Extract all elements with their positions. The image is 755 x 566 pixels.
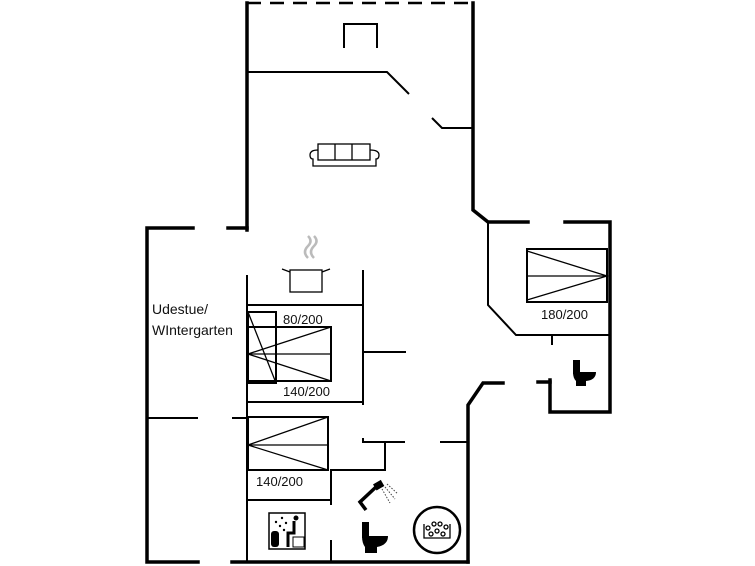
wall bbox=[548, 220, 612, 414]
wall bbox=[487, 222, 610, 336]
wall bbox=[362, 438, 405, 443]
bed-size-label: 180/200 bbox=[541, 307, 588, 322]
jacuzzi-icon bbox=[412, 505, 462, 555]
bed-140-200-lower bbox=[245, 416, 329, 471]
cooking-pot-icon bbox=[281, 235, 331, 293]
wall bbox=[431, 117, 473, 129]
wall bbox=[145, 226, 200, 564]
walls bbox=[145, 1, 612, 564]
wall bbox=[471, 1, 530, 224]
wall bbox=[466, 381, 505, 564]
wall bbox=[247, 71, 410, 95]
shower-icon bbox=[357, 479, 399, 512]
wall bbox=[330, 442, 386, 505]
bed-180-200 bbox=[526, 248, 610, 303]
bed-80-200 bbox=[247, 311, 277, 384]
bed-size-label: 80/200 bbox=[283, 312, 323, 327]
room-label-sunroom: Udestue/ bbox=[152, 301, 209, 317]
toilet-icon bbox=[573, 360, 596, 386]
bed-size-label: 140/200 bbox=[283, 384, 330, 399]
room-label-sunroom-2: WIntergarten bbox=[152, 322, 233, 338]
bed-size-label: 140/200 bbox=[256, 474, 303, 489]
fireplace-icon bbox=[343, 23, 378, 48]
bed-140-200-upper bbox=[245, 326, 332, 382]
sauna-icon bbox=[268, 512, 306, 550]
toilet-icon bbox=[362, 522, 388, 553]
sofa-icon bbox=[309, 143, 380, 167]
